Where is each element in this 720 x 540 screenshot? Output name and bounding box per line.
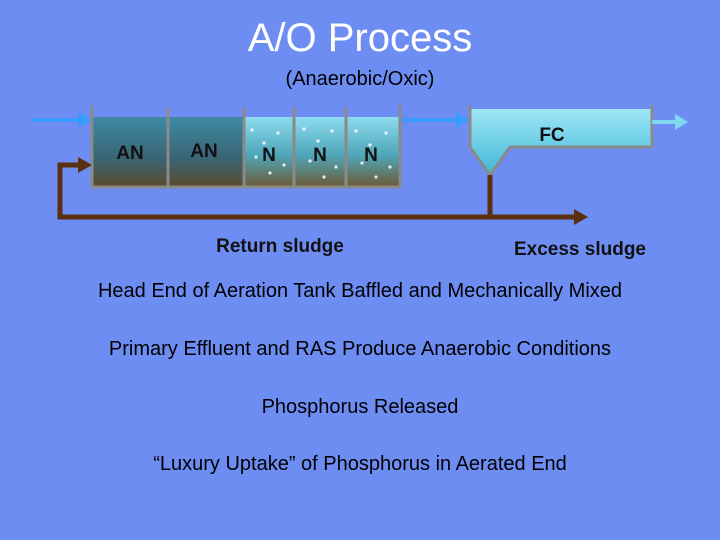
bullet-line: Head End of Aeration Tank Baffled and Me… (97, 280, 623, 302)
return-sludge-line (57, 157, 490, 220)
slide-title: A/O Process (247, 16, 473, 60)
influent-arrow (32, 112, 92, 128)
bullet-line: “Luxury Uptake” of Phosphorus in Aerated… (153, 453, 567, 475)
zone-label: N (262, 145, 276, 166)
zone-label: AN (116, 143, 143, 164)
zone-label: AN (190, 141, 217, 162)
ao-process-diagram: AN AN N N N FC Return sludge Excess slud… (32, 105, 688, 260)
effluent-arrow (652, 114, 688, 130)
aeration-bubbles-icon (250, 127, 392, 179)
clarifier-label: FC (539, 125, 565, 146)
zone-an-1 (92, 117, 168, 187)
zone-n-3 (346, 117, 400, 187)
excess-sludge-line (490, 209, 588, 225)
mixed-liquor-arrow (402, 112, 470, 128)
aeration-tank (90, 105, 402, 189)
bullet-line: Primary Effluent and RAS Produce Anaerob… (108, 338, 612, 360)
excess-sludge-label: Excess sludge (514, 239, 646, 260)
final-clarifier (468, 105, 654, 217)
return-sludge-label: Return sludge (216, 236, 344, 257)
zone-an-2 (168, 117, 244, 187)
slide-subtitle: (Anaerobic/Oxic) (285, 68, 435, 90)
zone-label: N (313, 145, 327, 166)
zone-label: N (364, 145, 378, 166)
bullet-line: Phosphorus Released (261, 396, 459, 418)
